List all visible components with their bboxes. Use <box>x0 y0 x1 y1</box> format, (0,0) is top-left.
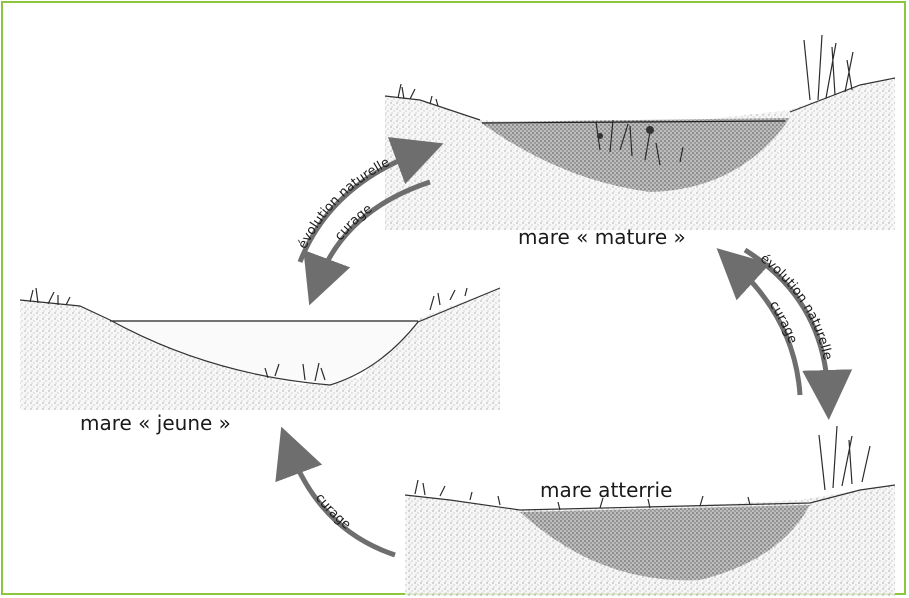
label-mare-jeune: mare « jeune » <box>80 411 231 435</box>
label-right-curage: curage <box>766 298 800 345</box>
label-mare-atterrie: mare atterrie <box>540 478 672 502</box>
pond-jeune-illustration <box>20 288 500 410</box>
label-bottom-left-curage: curage <box>312 491 353 533</box>
pond-mature-illustration <box>385 35 895 230</box>
arrow-bottom-left-curage <box>290 450 395 555</box>
pond-atterrie-illustration <box>405 426 895 596</box>
label-mare-mature: mare « mature » <box>518 225 686 249</box>
